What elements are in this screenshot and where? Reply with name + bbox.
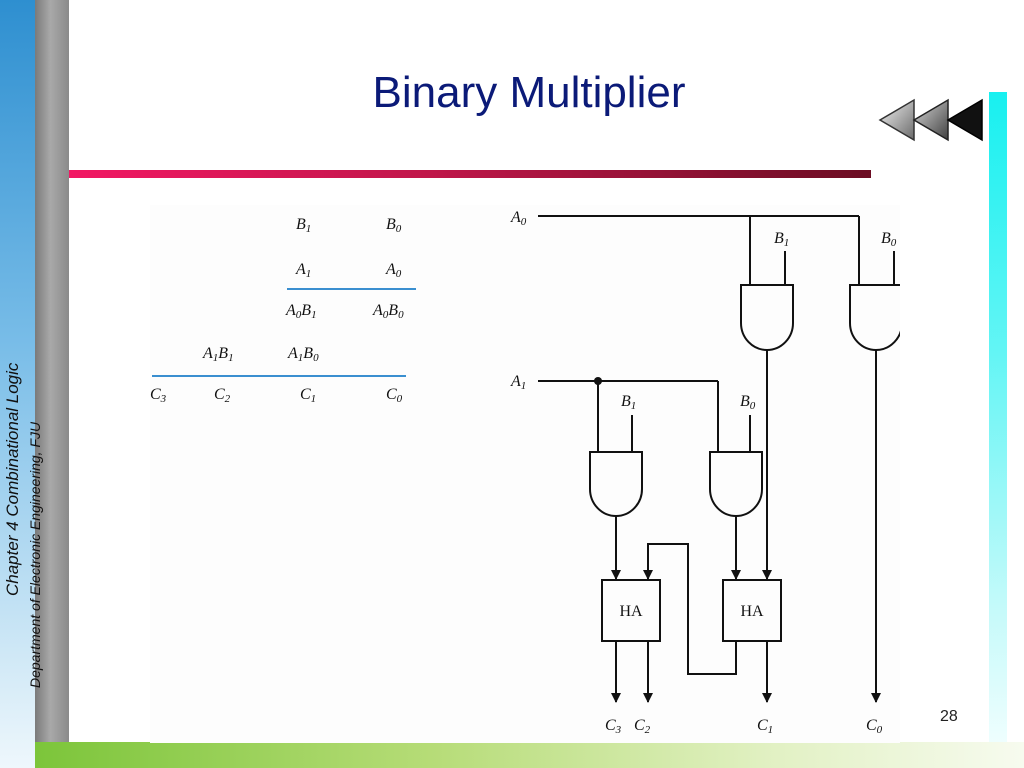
partial-product-a1b1: A1B1 <box>202 345 234 364</box>
left-decor-bar <box>0 0 35 768</box>
multiplicand-b1: B1 <box>296 216 311 235</box>
bottom-decor-bar <box>35 742 1024 768</box>
and-gate-a0b1 <box>740 284 794 351</box>
ha2-label: HA <box>740 603 764 620</box>
right-decor-bar <box>989 92 1007 742</box>
wire-carry-ha2-ha1 <box>643 543 737 675</box>
half-adder-2 <box>722 579 782 642</box>
chapter-label: Chapter 4 Combinational Logic <box>3 362 22 596</box>
input-a0-label: A0 <box>510 209 527 228</box>
multiplier-diagram: B1 B0 A1 A0 A0B1 A0B0 A1B1 A1B0 C3 C2 C1… <box>150 209 903 736</box>
multiplicand-b0: B0 <box>386 216 402 235</box>
back-arrow-icon[interactable] <box>878 98 915 142</box>
input-b0-label-2: B0 <box>740 393 756 412</box>
multiplication-layout: B1 B0 A1 A0 A0B1 A0B0 A1B1 A1B0 C3 C2 C1… <box>150 216 416 405</box>
circuit-wiring <box>538 215 895 703</box>
output-c0-label: C0 <box>866 717 883 736</box>
input-b1-label: B1 <box>774 230 789 249</box>
and-gate-a0b0 <box>849 284 903 351</box>
nav-back-arrows[interactable] <box>878 98 984 142</box>
product-c1: C1 <box>300 386 316 405</box>
back-arrow-icon[interactable] <box>946 98 983 142</box>
partial-product-a0b1: A0B1 <box>285 302 317 321</box>
title-underline <box>69 170 871 178</box>
output-c2-label: C2 <box>634 717 651 736</box>
input-b1-label-2: B1 <box>621 393 636 412</box>
back-arrow-icon[interactable] <box>912 98 949 142</box>
department-label: Department of Electronic Engineering, FJ… <box>27 421 43 688</box>
output-c3-label: C3 <box>605 717 622 736</box>
product-c3: C3 <box>150 386 167 405</box>
multiplier-a0: A0 <box>385 261 402 280</box>
sidebar-caption: Chapter 4 Combinational Logic Department… <box>3 280 44 740</box>
slide-title: Binary Multiplier <box>372 68 686 117</box>
ha1-label: HA <box>619 603 643 620</box>
input-b0-label: B0 <box>881 230 897 249</box>
product-c0: C0 <box>386 386 403 405</box>
page-number: 28 <box>940 708 958 725</box>
partial-product-a0b0: A0B0 <box>372 302 404 321</box>
partial-product-a1b0: A1B0 <box>287 345 319 364</box>
input-a1-label: A1 <box>510 373 526 392</box>
multiplier-a1: A1 <box>295 261 311 280</box>
gray-decor-bar <box>35 0 69 742</box>
half-adder-1 <box>601 579 661 642</box>
product-c2: C2 <box>214 386 231 405</box>
and-gate-a1b0 <box>709 451 763 517</box>
junction-dot <box>594 377 602 385</box>
output-c1-label: C1 <box>757 717 773 736</box>
and-gate-a1b1 <box>589 451 643 517</box>
multiplier-figure: B1 B0 A1 A0 A0B1 A0B0 A1B1 A1B0 C3 C2 C1… <box>150 205 903 743</box>
right-margin <box>1007 0 1024 742</box>
